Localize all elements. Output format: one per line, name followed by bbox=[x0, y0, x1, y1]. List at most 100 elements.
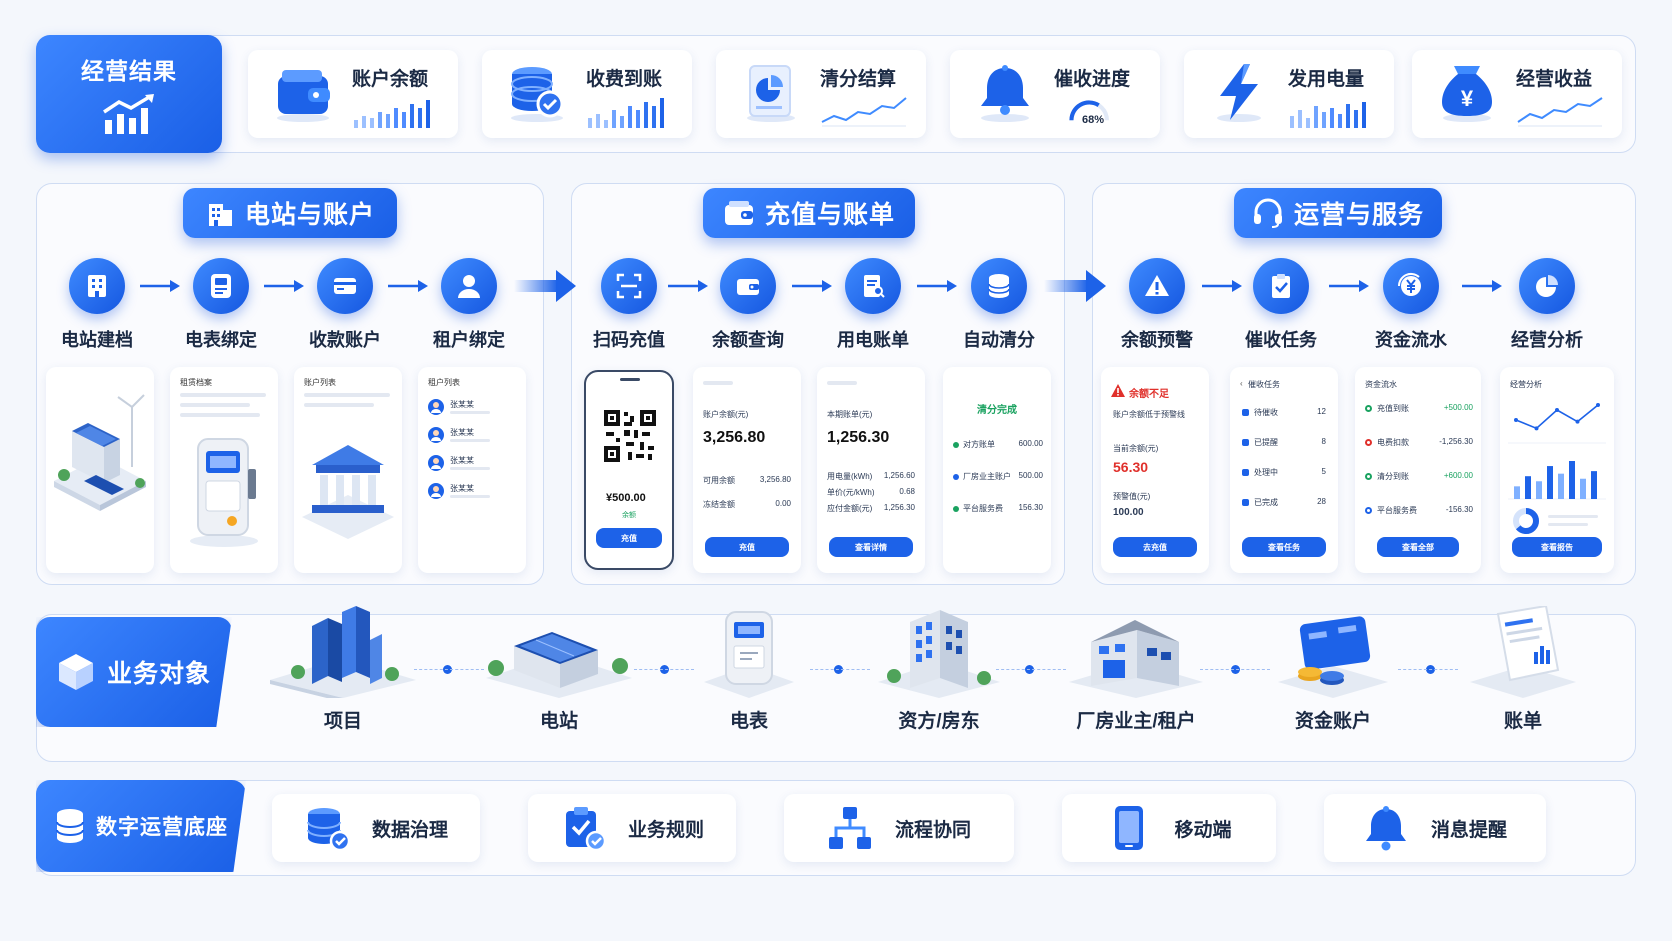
analysis-point bbox=[1534, 426, 1539, 431]
bar-sparkline bbox=[354, 100, 430, 128]
task-row-label: 已完成 bbox=[1254, 498, 1278, 507]
kpi-card-profit[interactable]: ¥ 经营收益 bbox=[1412, 50, 1622, 138]
bill-doc-icon bbox=[1470, 606, 1576, 698]
wallet-icon bbox=[737, 279, 759, 295]
recharge-button[interactable]: 充值 bbox=[705, 537, 789, 557]
gauge-sparkline bbox=[1069, 100, 1109, 121]
foundation-business-rules[interactable]: 业务规则 bbox=[528, 794, 736, 862]
flow-arrow-icon bbox=[514, 270, 576, 302]
task-row-value: 5 bbox=[1321, 467, 1326, 476]
kpi-card-balance[interactable]: 账户余额 bbox=[248, 50, 458, 138]
connector-line bbox=[1200, 669, 1270, 670]
analysis-chart bbox=[1508, 403, 1606, 500]
bill-value: 1,256.30 bbox=[827, 429, 890, 446]
analysis-bar bbox=[1569, 461, 1575, 499]
task-row-label: 已提醒 bbox=[1254, 438, 1278, 447]
object-bill[interactable]: 账单 bbox=[1438, 606, 1608, 733]
step-label: 余额预警 bbox=[1121, 330, 1193, 350]
kpi-card-energy[interactable]: 发用电量 bbox=[1184, 50, 1394, 138]
step-tenant-bind[interactable]: 租户绑定 bbox=[414, 258, 524, 352]
connector-line bbox=[414, 669, 484, 670]
card-icon bbox=[334, 278, 356, 294]
analysis-bar bbox=[1580, 478, 1586, 499]
object-factory-tenant[interactable]: 厂房业主/租户 bbox=[1048, 606, 1224, 733]
cube-icon bbox=[58, 654, 93, 690]
step-station-archive[interactable]: 电站建档 bbox=[42, 258, 152, 352]
connector-line bbox=[996, 669, 1066, 670]
step-scan-recharge[interactable]: 扫码充值 bbox=[574, 258, 684, 352]
view-tasks-button[interactable]: 查看任务 bbox=[1242, 537, 1326, 557]
step-balance-query[interactable]: 余额查询 bbox=[693, 258, 803, 352]
foundation-notification[interactable]: 消息提醒 bbox=[1324, 794, 1546, 862]
step-receive-account[interactable]: 收款账户 bbox=[290, 258, 400, 352]
wallet-icon bbox=[724, 201, 753, 225]
alert-threshold-value: 100.00 bbox=[1113, 507, 1144, 518]
recharge-button[interactable]: 充值 bbox=[596, 528, 662, 548]
kpi-card-settlement[interactable]: 清分结算 bbox=[716, 50, 926, 138]
scan-sub: 余额 bbox=[622, 512, 636, 519]
analysis-bar bbox=[1536, 481, 1542, 499]
tenant-row[interactable]: 张某某 bbox=[428, 425, 518, 447]
step-label: 经营分析 bbox=[1511, 330, 1583, 350]
pie-doc-icon bbox=[747, 65, 795, 122]
object-meter[interactable]: 电表 bbox=[664, 606, 834, 733]
object-project[interactable]: 项目 bbox=[258, 606, 428, 733]
wallet-icon bbox=[277, 70, 330, 122]
bill-row-value: 0.68 bbox=[899, 487, 915, 496]
tenant-name: 张某某 bbox=[450, 484, 474, 493]
foundation-data-governance[interactable]: 数据治理 bbox=[272, 794, 480, 862]
mini-title: 租户列表 bbox=[428, 378, 460, 387]
clearing-row-label: 对方账单 bbox=[963, 440, 995, 449]
foundation-process-collab[interactable]: 流程协同 bbox=[784, 794, 1014, 862]
step-icon-wrap bbox=[971, 258, 1027, 314]
object-station[interactable]: 电站 bbox=[474, 606, 644, 733]
step-meter-bind[interactable]: 电表绑定 bbox=[166, 258, 276, 352]
objects-title: 业务对象 bbox=[106, 660, 211, 688]
step-balance-alert[interactable]: 余额预警 bbox=[1102, 258, 1212, 352]
arrow-right-icon bbox=[140, 280, 180, 292]
tasks-title: 催收任务 bbox=[1248, 380, 1280, 389]
step-fund-flow[interactable]: 资金流水 bbox=[1356, 258, 1466, 352]
mini-card-balance: 账户余额(元) 3,256.80 可用余额 3,256.80 冻结金额 0.00… bbox=[693, 367, 801, 573]
kpi-card-income[interactable]: 收费到账 bbox=[482, 50, 692, 138]
analysis-bar bbox=[1558, 473, 1564, 499]
step-icon-wrap bbox=[1129, 258, 1185, 314]
object-label: 厂房业主/租户 bbox=[1076, 711, 1196, 732]
arrow-right-icon bbox=[1462, 280, 1502, 292]
step-collection-task[interactable]: 催收任务 bbox=[1226, 258, 1336, 352]
line-sparkline bbox=[1517, 97, 1603, 127]
foundation-label: 消息提醒 bbox=[1430, 819, 1507, 841]
balance-row-value: 0.00 bbox=[775, 499, 791, 508]
clearing-row-value: 600.00 bbox=[1018, 439, 1043, 448]
bell-icon bbox=[981, 65, 1029, 122]
foundation-label: 数据治理 bbox=[371, 819, 448, 841]
go-recharge-button[interactable]: 去充值 bbox=[1113, 537, 1197, 557]
electric-meter-illustration bbox=[190, 438, 258, 547]
arrow-right-icon bbox=[917, 280, 957, 292]
foundation-mobile[interactable]: 移动端 bbox=[1062, 794, 1276, 862]
arrow-right-icon bbox=[1329, 280, 1369, 292]
database-icon bbox=[56, 809, 84, 843]
step-auto-clearing[interactable]: 自动清分 bbox=[944, 258, 1054, 352]
object-investor[interactable]: 资方/房东 bbox=[854, 606, 1024, 733]
step-icon-wrap bbox=[69, 258, 125, 314]
step-label: 用电账单 bbox=[837, 330, 909, 350]
step-power-bill[interactable]: 用电账单 bbox=[818, 258, 928, 352]
kpi-card-collection[interactable]: 催收进度 68% bbox=[950, 50, 1160, 138]
avatar bbox=[428, 455, 444, 471]
arrow-right-icon bbox=[792, 280, 832, 292]
view-detail-button[interactable]: 查看详情 bbox=[829, 537, 913, 557]
step-label: 催收任务 bbox=[1245, 330, 1317, 350]
object-label: 资金账户 bbox=[1294, 711, 1371, 732]
view-report-button[interactable]: 查看报告 bbox=[1512, 537, 1602, 557]
mini-card-analysis: 经营分析 查看报告 bbox=[1500, 367, 1614, 573]
object-fund-account[interactable]: 资金账户 bbox=[1248, 606, 1418, 733]
tenant-row[interactable]: 张某某 bbox=[428, 397, 518, 419]
flow-row-value: -156.30 bbox=[1445, 505, 1473, 514]
tenant-row[interactable]: 张某某 bbox=[428, 453, 518, 475]
tenant-row[interactable]: 张某某 bbox=[428, 481, 518, 503]
view-all-button[interactable]: 查看全部 bbox=[1377, 537, 1459, 557]
module-title: 充值与账单 bbox=[764, 201, 895, 229]
step-business-analysis[interactable]: 经营分析 bbox=[1492, 258, 1602, 352]
foundation-tag: 数字运营底座 bbox=[36, 780, 246, 872]
